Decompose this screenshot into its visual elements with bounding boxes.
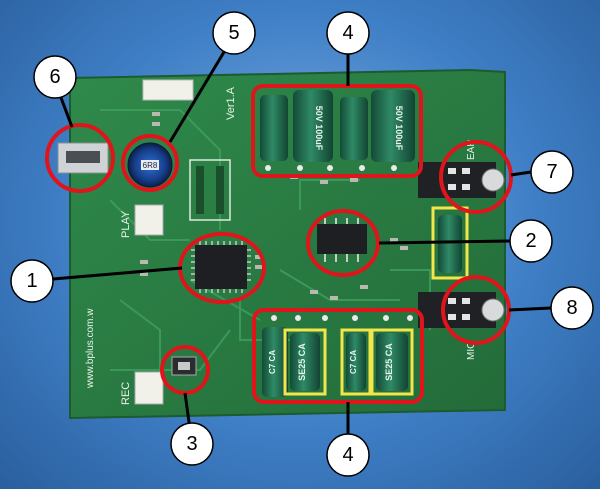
- callouts: 1 2 3 4 4 5 6 7 8: [10, 11, 594, 477]
- callout-3-label: 3: [186, 433, 197, 455]
- play-connector: [134, 204, 164, 236]
- callout-4-bottom-label: 4: [342, 444, 353, 466]
- filter-capacitor: [438, 215, 462, 273]
- ear-label: EAR: [466, 139, 477, 160]
- callout-6: 6: [33, 55, 77, 99]
- mic-audio-jack: [418, 292, 505, 328]
- switch-outline: [189, 159, 231, 221]
- callout-4-top-label: 4: [342, 22, 353, 44]
- crystal-oscillator: [171, 356, 197, 376]
- rec-label: REC: [120, 382, 132, 405]
- cap-bottom-label-3: C7 CA: [349, 350, 358, 374]
- cap-bottom-label-2: SE25 CA: [384, 343, 394, 381]
- highlight-top-caps: [251, 84, 423, 178]
- audio-amplifier-ic: [317, 218, 367, 262]
- callout-1: 1: [10, 259, 54, 303]
- highlight-bottom-caps: [252, 308, 424, 404]
- cap-bottom-label-4: C7 CA: [268, 350, 277, 374]
- ear-audio-jack: [418, 162, 505, 198]
- inductor-label: 6R8: [143, 161, 158, 170]
- power-inductor: 6R8: [127, 142, 173, 188]
- highlight-usb: [45, 123, 115, 193]
- rec-connector: [134, 371, 164, 405]
- microcontroller-chip: [191, 241, 251, 293]
- leader-lines: [52, 51, 552, 445]
- callout-8: 8: [550, 286, 594, 330]
- callout-4-top: 4: [326, 11, 370, 55]
- bottom-capacitor-group: SE25 CA SE25 CA C7 CA C7 CA: [262, 327, 414, 397]
- callout-2-label: 2: [525, 230, 536, 252]
- highlight-inductor: [121, 134, 179, 192]
- top-capacitor-group: 50V 100uF 50V 100uF: [260, 90, 415, 162]
- callout-4-bottom: 4: [326, 433, 370, 477]
- callout-5-label: 5: [228, 22, 239, 44]
- play-label: PLAY: [120, 210, 132, 238]
- website-label: www.bplus.com.w: [85, 308, 96, 389]
- callout-8-label: 8: [566, 297, 577, 319]
- callout-3: 3: [170, 422, 214, 466]
- version-label: Ver1.A: [225, 86, 237, 120]
- highlight-ear-jack: [439, 140, 513, 214]
- cap-top-label-2: 50V 100uF: [394, 106, 404, 151]
- cap-top-label-1: 50V 100uF: [314, 106, 324, 151]
- callout-2: 2: [509, 219, 553, 263]
- cap-bottom-label-1: SE25 CA: [297, 343, 307, 381]
- callout-1-label: 1: [26, 270, 37, 292]
- usb-port: [57, 142, 109, 174]
- mic-label: MIC: [466, 342, 477, 360]
- callout-6-label: 6: [49, 66, 60, 88]
- solder-pads: [265, 165, 413, 321]
- callout-7-label: 7: [546, 161, 557, 183]
- callout-5: 5: [212, 11, 256, 55]
- top-connector: [142, 79, 194, 101]
- highlight-marks: [45, 84, 513, 404]
- highlight-amplifier: [306, 209, 380, 277]
- callout-7: 7: [530, 150, 574, 194]
